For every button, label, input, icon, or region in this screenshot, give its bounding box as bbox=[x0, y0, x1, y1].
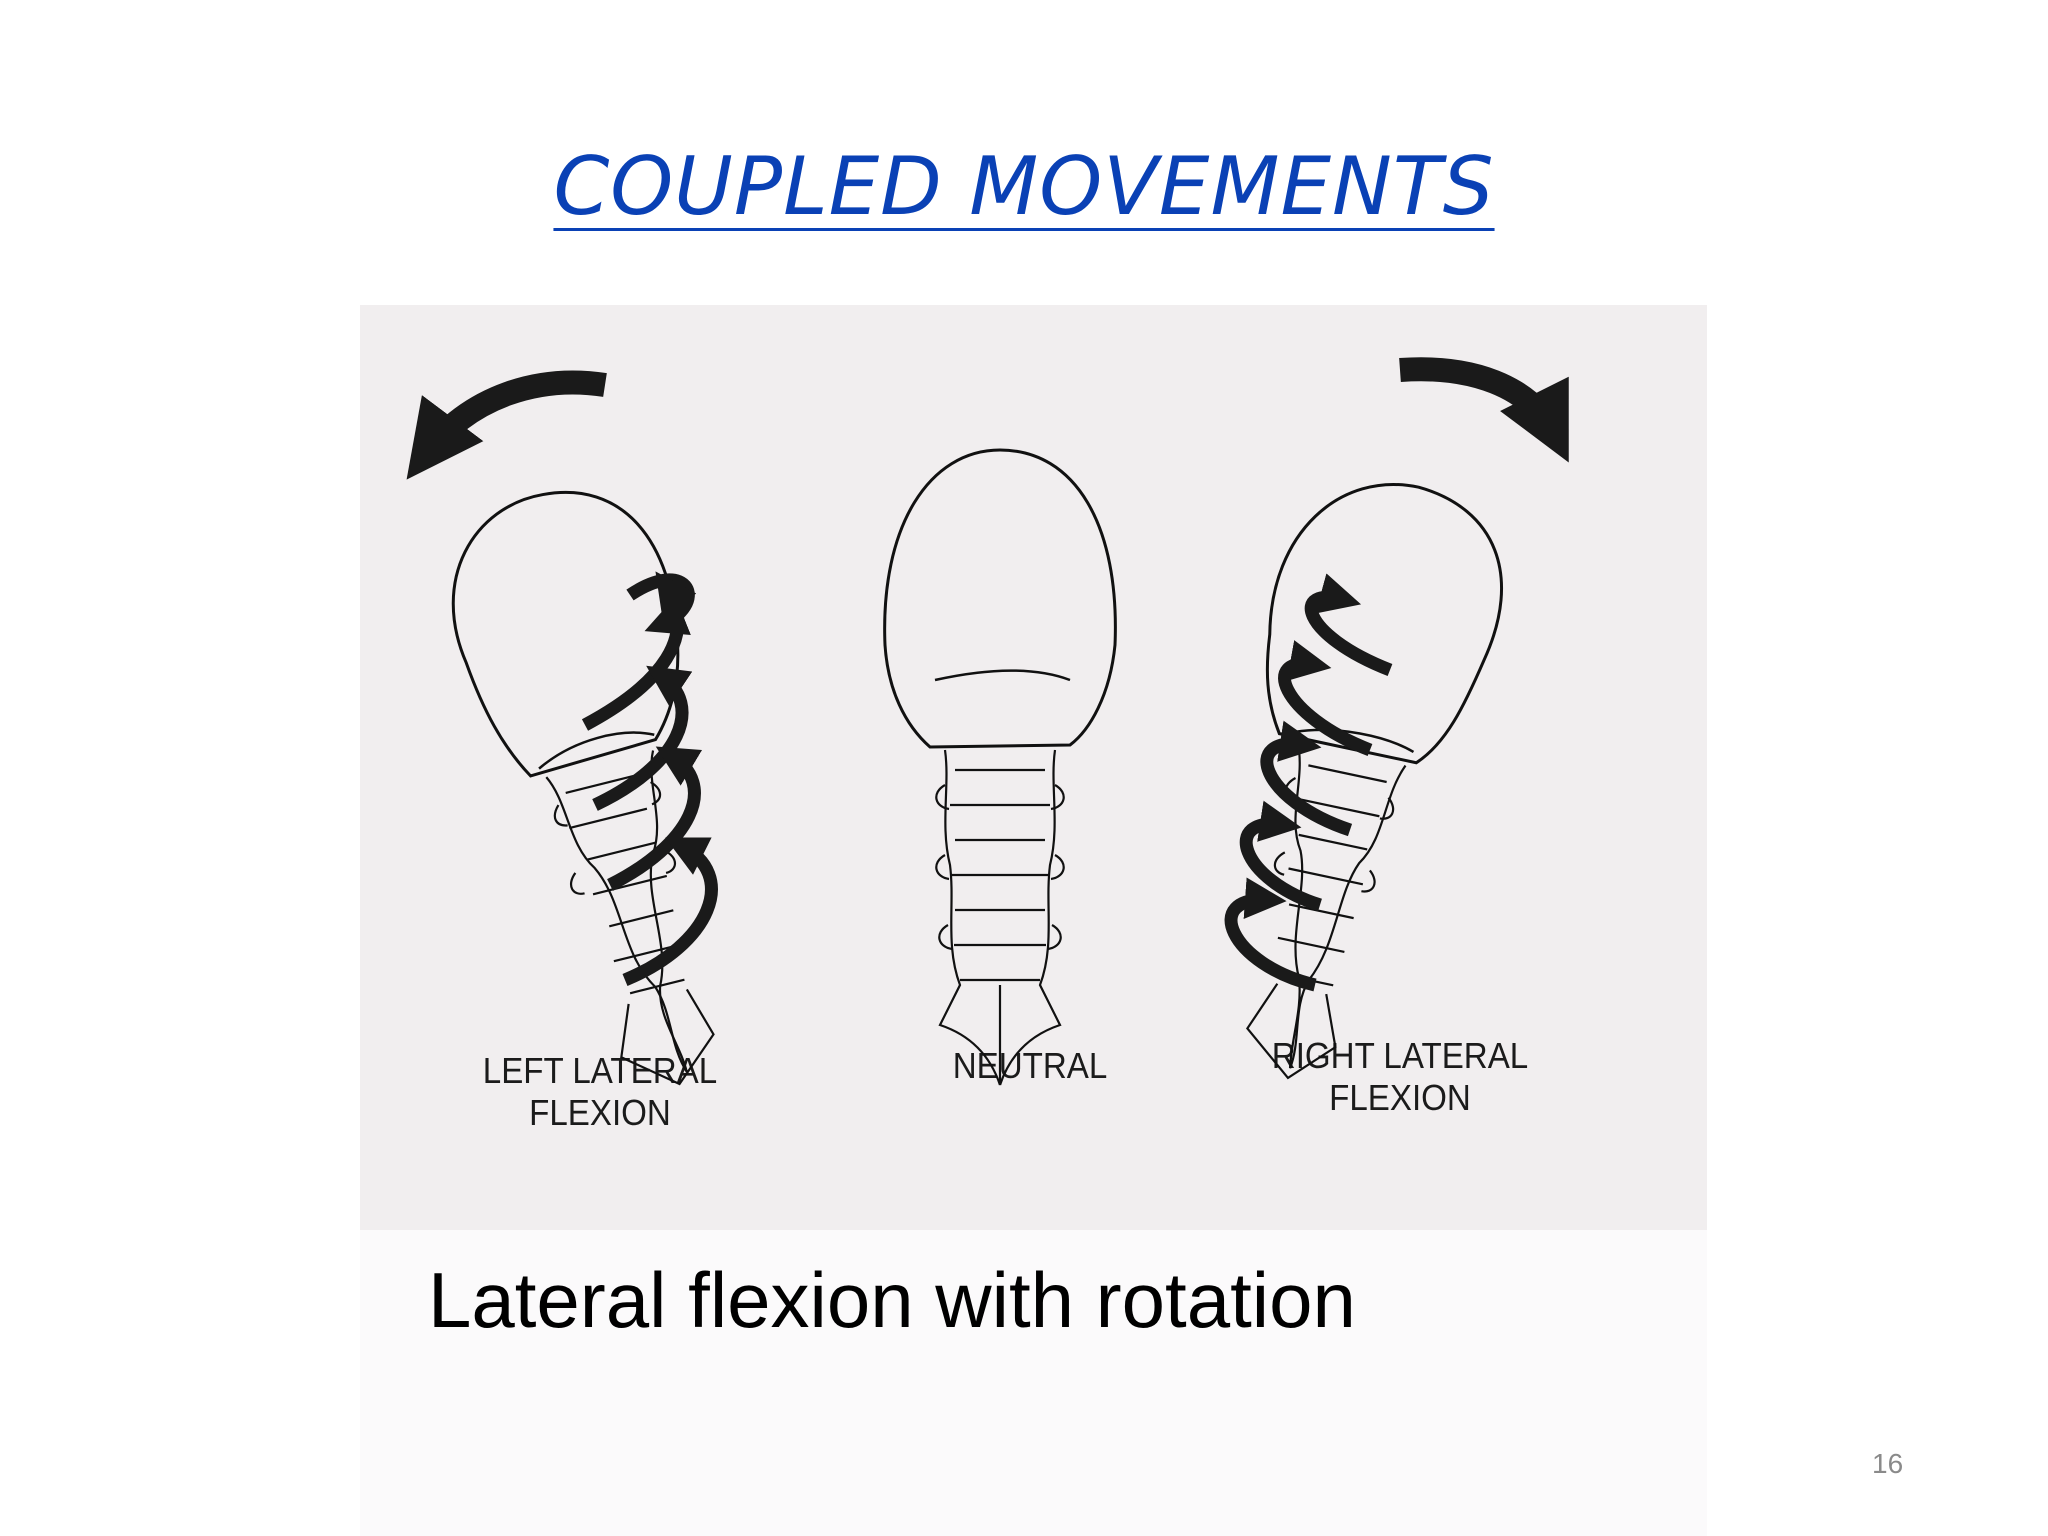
skull-outline bbox=[883, 448, 1117, 749]
neutral-label: NEUTRAL bbox=[952, 1045, 1108, 1086]
spiral-arrow-icon bbox=[581, 571, 718, 987]
cervical-vertebrae bbox=[545, 750, 715, 1086]
cervical-vertebrae bbox=[1246, 742, 1407, 1080]
coupled-movement-figure: LEFT LATERAL FLEXION NEUTRAL RIGHT LATER… bbox=[360, 305, 1707, 1230]
slide-title: COUPLED MOVEMENTS bbox=[553, 140, 1495, 233]
label-line: FLEXION bbox=[529, 1092, 671, 1133]
rotation-arrow-icon bbox=[406, 370, 607, 480]
label-line: RIGHT LATERAL bbox=[1271, 1035, 1529, 1076]
neutral-figure bbox=[883, 448, 1117, 1086]
slide-caption: Lateral flexion with rotation bbox=[428, 1256, 1356, 1344]
cervical-vertebrae bbox=[935, 749, 1065, 1086]
rotation-arrow-icon bbox=[1399, 357, 1569, 463]
right-lateral-flexion-label: RIGHT LATERAL FLEXION bbox=[1244, 1035, 1557, 1119]
label-line: FLEXION bbox=[1329, 1077, 1471, 1118]
spiral-arrow-icon bbox=[1224, 573, 1393, 992]
skull-outline bbox=[1265, 483, 1504, 765]
left-lateral-flexion-figure bbox=[451, 490, 715, 1086]
right-lateral-flexion-figure bbox=[1246, 483, 1504, 1080]
illustration-svg bbox=[406, 357, 1569, 1086]
page-number: 16 bbox=[1872, 1448, 1904, 1479]
